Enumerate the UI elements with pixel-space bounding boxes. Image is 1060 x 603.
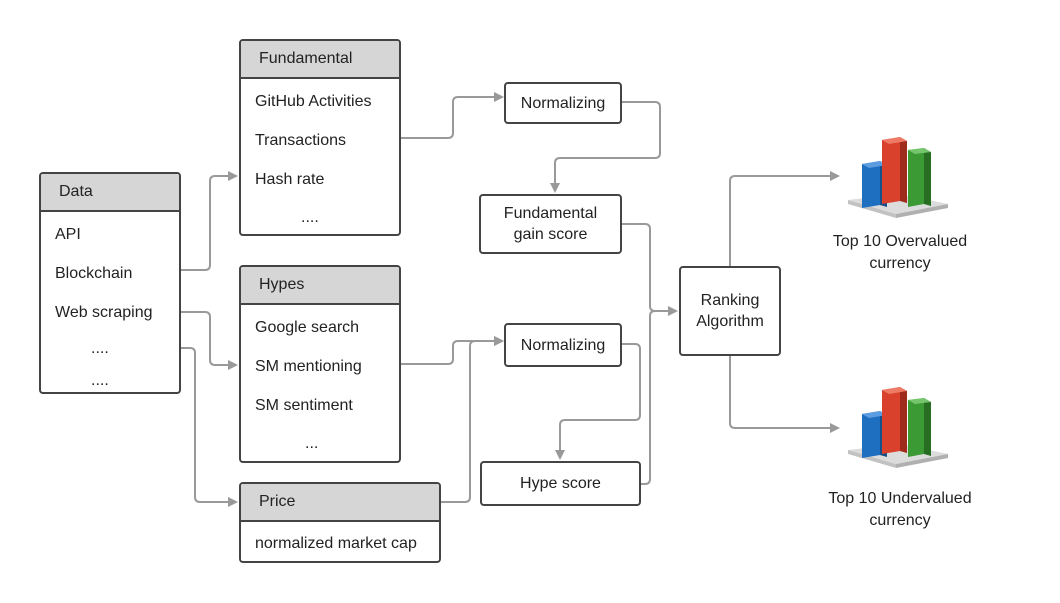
data-item-ellipsis-2: ....	[91, 372, 109, 389]
data-item-ellipsis-1: ....	[91, 340, 109, 357]
connector-data-to-hypes	[180, 311, 238, 370]
undervalued-caption: Top 10 Undervalued currency	[828, 490, 972, 529]
hypes-item-sm-mentioning: SM mentioning	[255, 358, 362, 375]
overvalued-caption: Top 10 Overvalued currency	[832, 233, 968, 272]
fundamental-card-title: Fundamental	[241, 41, 399, 79]
data-source-card: Data API Blockchain Web scraping .... ..…	[39, 172, 181, 394]
hypes-card: Hypes Google search SM mentioning SM sen…	[239, 265, 401, 463]
connector-ranking-to-overvalued	[729, 171, 840, 266]
data-item-api: API	[55, 226, 81, 243]
data-item-blockchain: Blockchain	[55, 265, 133, 282]
normalizing-hype-box: Normalizing	[504, 323, 622, 367]
fundamental-item-ellipsis: ....	[301, 209, 319, 226]
data-card-title: Data	[41, 174, 179, 212]
price-card-title: Price	[241, 484, 439, 522]
connector-normalizing-to-hype-score	[555, 343, 641, 460]
hype-score-box: Hype score	[480, 461, 641, 506]
hypes-item-google-search: Google search	[255, 319, 360, 336]
fundamental-item-transactions: Transactions	[255, 132, 346, 149]
connector-data-to-fundamental	[180, 171, 238, 271]
connector-fundamental-score-to-ranking	[620, 223, 678, 316]
normalizing-fundamental-box: Normalizing	[504, 82, 622, 124]
fundamental-card: Fundamental GitHub Activities Transactio…	[239, 39, 401, 236]
overvalued-bar-chart-icon	[848, 137, 948, 218]
connector-hypes-to-normalizing	[400, 336, 504, 365]
connector-fundamental-to-normalizing	[400, 92, 504, 139]
connector-hype-score-to-ranking	[640, 310, 656, 485]
price-card: Price normalized market cap	[239, 482, 441, 563]
hypes-item-sm-sentiment: SM sentiment	[255, 397, 353, 414]
fundamental-gain-score-box: Fundamental gain score	[479, 194, 622, 254]
undervalued-bar-chart-icon	[848, 387, 948, 468]
fundamental-item-hash-rate: Hash rate	[255, 171, 325, 188]
ranking-algorithm-box: Ranking Algorithm	[679, 266, 781, 356]
hypes-item-ellipsis: ...	[305, 435, 319, 452]
connector-data-to-price	[180, 347, 238, 507]
price-item-market-cap: normalized market cap	[255, 535, 417, 552]
connector-price-to-normalizing	[440, 336, 504, 503]
data-item-web-scraping: Web scraping	[55, 304, 153, 321]
connector-normalizing-to-fundamental-score	[550, 101, 661, 193]
fundamental-item-github: GitHub Activities	[255, 93, 372, 110]
connector-ranking-to-undervalued	[729, 355, 840, 433]
hypes-card-title: Hypes	[241, 267, 399, 305]
